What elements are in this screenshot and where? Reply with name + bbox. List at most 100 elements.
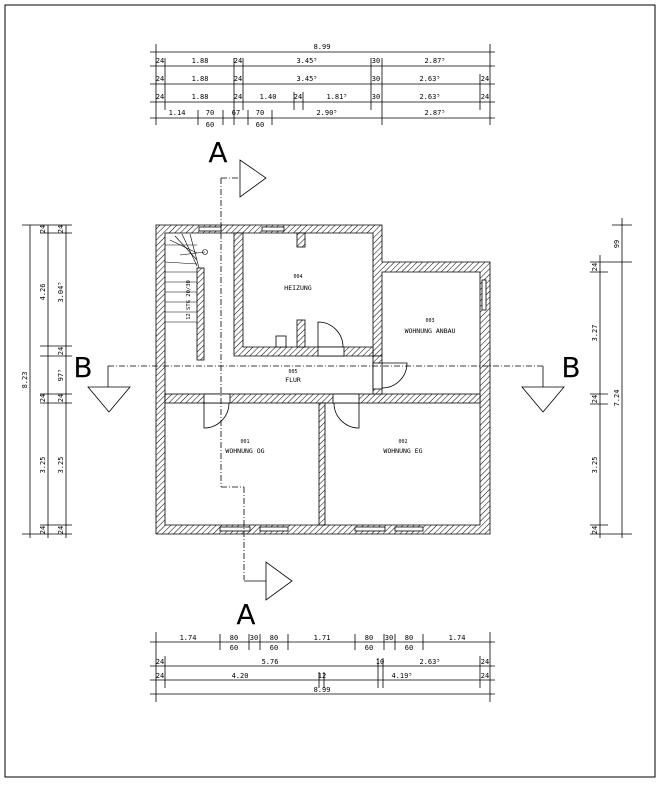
section-arrow-right — [521, 386, 565, 413]
room-name: WOHNUNG OG — [225, 447, 264, 455]
dim-label: 2.63⁵ — [419, 658, 440, 666]
right-dimension-chain — [590, 218, 632, 538]
dim-label: 30 — [250, 634, 258, 642]
section-label-b-right: B — [561, 351, 580, 384]
dim-label: 4.26 — [39, 284, 47, 301]
section-arrows-a — [239, 159, 293, 601]
dim-label: 10 — [376, 658, 384, 666]
left-dimension-chain — [22, 224, 72, 538]
room-name: WOHNUNG ANBAU — [405, 327, 456, 335]
doors — [203, 321, 408, 429]
room-name: HEIZUNG — [284, 284, 311, 292]
dim-label: 2.63⁵ — [419, 93, 440, 101]
dim-label: 80 — [270, 634, 278, 642]
dim-label: 24 — [156, 93, 164, 101]
dim-label: 24 — [39, 526, 47, 534]
dim-label: 24 — [294, 93, 302, 101]
dim-label: 80 — [405, 634, 413, 642]
dim-label: 3.25 — [57, 457, 65, 474]
dim-label: 12 — [318, 672, 326, 680]
dim-label: 8.23 — [21, 372, 29, 389]
bottom-dimension-labels: 1.74 80 60 30 80 60 1.71 80 60 30 80 60 … — [156, 634, 489, 694]
dim-label: 1.74 — [180, 634, 197, 642]
dim-label: 99 — [613, 240, 621, 248]
dim-label: 1.88 — [192, 57, 209, 65]
dim-label: 24 — [39, 225, 47, 233]
dim-label: 24 — [234, 75, 242, 83]
dim-label: 70 — [206, 109, 214, 117]
dim-label: 5.76 — [262, 658, 279, 666]
dim-label: 1.88 — [192, 93, 209, 101]
bottom-dimension-chain — [150, 632, 495, 702]
dim-label: 7.24 — [613, 390, 621, 407]
dim-label: 24 — [591, 526, 599, 534]
room-name: WOHNUNG EG — [383, 447, 422, 455]
stair-label: 12 STG 20/30 — [186, 280, 192, 320]
section-line-a — [220, 177, 245, 580]
dim-label: 24 — [156, 658, 164, 666]
dim-label: 97⁵ — [57, 369, 65, 382]
dim-label: 1.14 — [169, 109, 186, 117]
dim-label: 3.25 — [39, 457, 47, 474]
left-dimension-labels: 24 24 4.26 3.04⁵ 24 97⁵ 24 24 8.23 3.25 … — [21, 225, 65, 534]
dim-label: 2.63⁵ — [419, 75, 440, 83]
dim-label: 1.88 — [192, 75, 209, 83]
section-arrow-top — [239, 159, 267, 198]
dim-label: 1.71 — [314, 634, 331, 642]
dim-label: 30 — [372, 57, 380, 65]
dim-label: 3.04⁵ — [57, 281, 65, 302]
dim-label: 24 — [57, 394, 65, 402]
dim-label: 24 — [234, 93, 242, 101]
dim-label: 2.90⁵ — [316, 109, 337, 117]
sheet-border — [4, 4, 656, 778]
dim-label: 60 — [230, 644, 238, 652]
dim-label: 1.40 — [260, 93, 277, 101]
dim-label: 24 — [481, 658, 489, 666]
dim-label: 3.45⁵ — [296, 75, 317, 83]
dim-label: 24 — [57, 225, 65, 233]
dim-label: 30 — [385, 634, 393, 642]
dim-label: 3.45⁵ — [296, 57, 317, 65]
dim-label: 2.87⁵ — [424, 109, 445, 117]
dim-label: 60 — [365, 644, 373, 652]
dim-label: 60 — [405, 644, 413, 652]
dim-label: 1.81⁵ — [326, 93, 347, 101]
dim-label: 60 — [270, 644, 278, 652]
dim-label: 67 — [232, 109, 240, 117]
windows — [198, 226, 487, 532]
room-number: 002 — [398, 439, 407, 445]
dim-label: 24 — [481, 93, 489, 101]
right-dimension-labels: 99 24 3.27 24 7.24 3.25 24 — [591, 240, 621, 534]
section-arrow-left — [87, 386, 131, 413]
walls — [155, 224, 491, 535]
top-dimension-labels: 8.99 24 1.88 24 3.45⁵ 30 2.87⁵ 24 1.88 2… — [156, 43, 489, 129]
dim-label: 3.25 — [591, 457, 599, 474]
section-label-b-left: B — [73, 351, 92, 384]
dim-label: 60 — [206, 121, 214, 129]
dim-label: 24 — [156, 57, 164, 65]
room-number: 005 — [288, 369, 297, 375]
dim-label: 80 — [365, 634, 373, 642]
room-number: 004 — [293, 274, 302, 280]
room-name: FLUR — [285, 376, 301, 384]
section-arrow-bottom — [265, 561, 293, 601]
dim-label: 24 — [481, 672, 489, 680]
section-arrows-b — [87, 366, 565, 413]
staircase — [164, 233, 208, 323]
dim-label: 1.74 — [449, 634, 466, 642]
dim-label: 8.99 — [314, 43, 331, 51]
section-label-a-bottom: A — [236, 598, 255, 631]
dim-label: 24 — [591, 263, 599, 271]
top-dimension-chain — [150, 44, 495, 125]
dim-label: 2.87⁵ — [424, 57, 445, 65]
dim-label: 70 — [256, 109, 264, 117]
dim-label: 4.20 — [232, 672, 249, 680]
dim-label: 4.19⁵ — [391, 672, 412, 680]
dim-label: 24 — [591, 395, 599, 403]
dim-label: 8.99 — [314, 686, 331, 694]
section-label-a-top: A — [208, 136, 227, 169]
dim-label: 24 — [156, 672, 164, 680]
dim-label: 30 — [372, 93, 380, 101]
room-number: 003 — [425, 318, 434, 324]
